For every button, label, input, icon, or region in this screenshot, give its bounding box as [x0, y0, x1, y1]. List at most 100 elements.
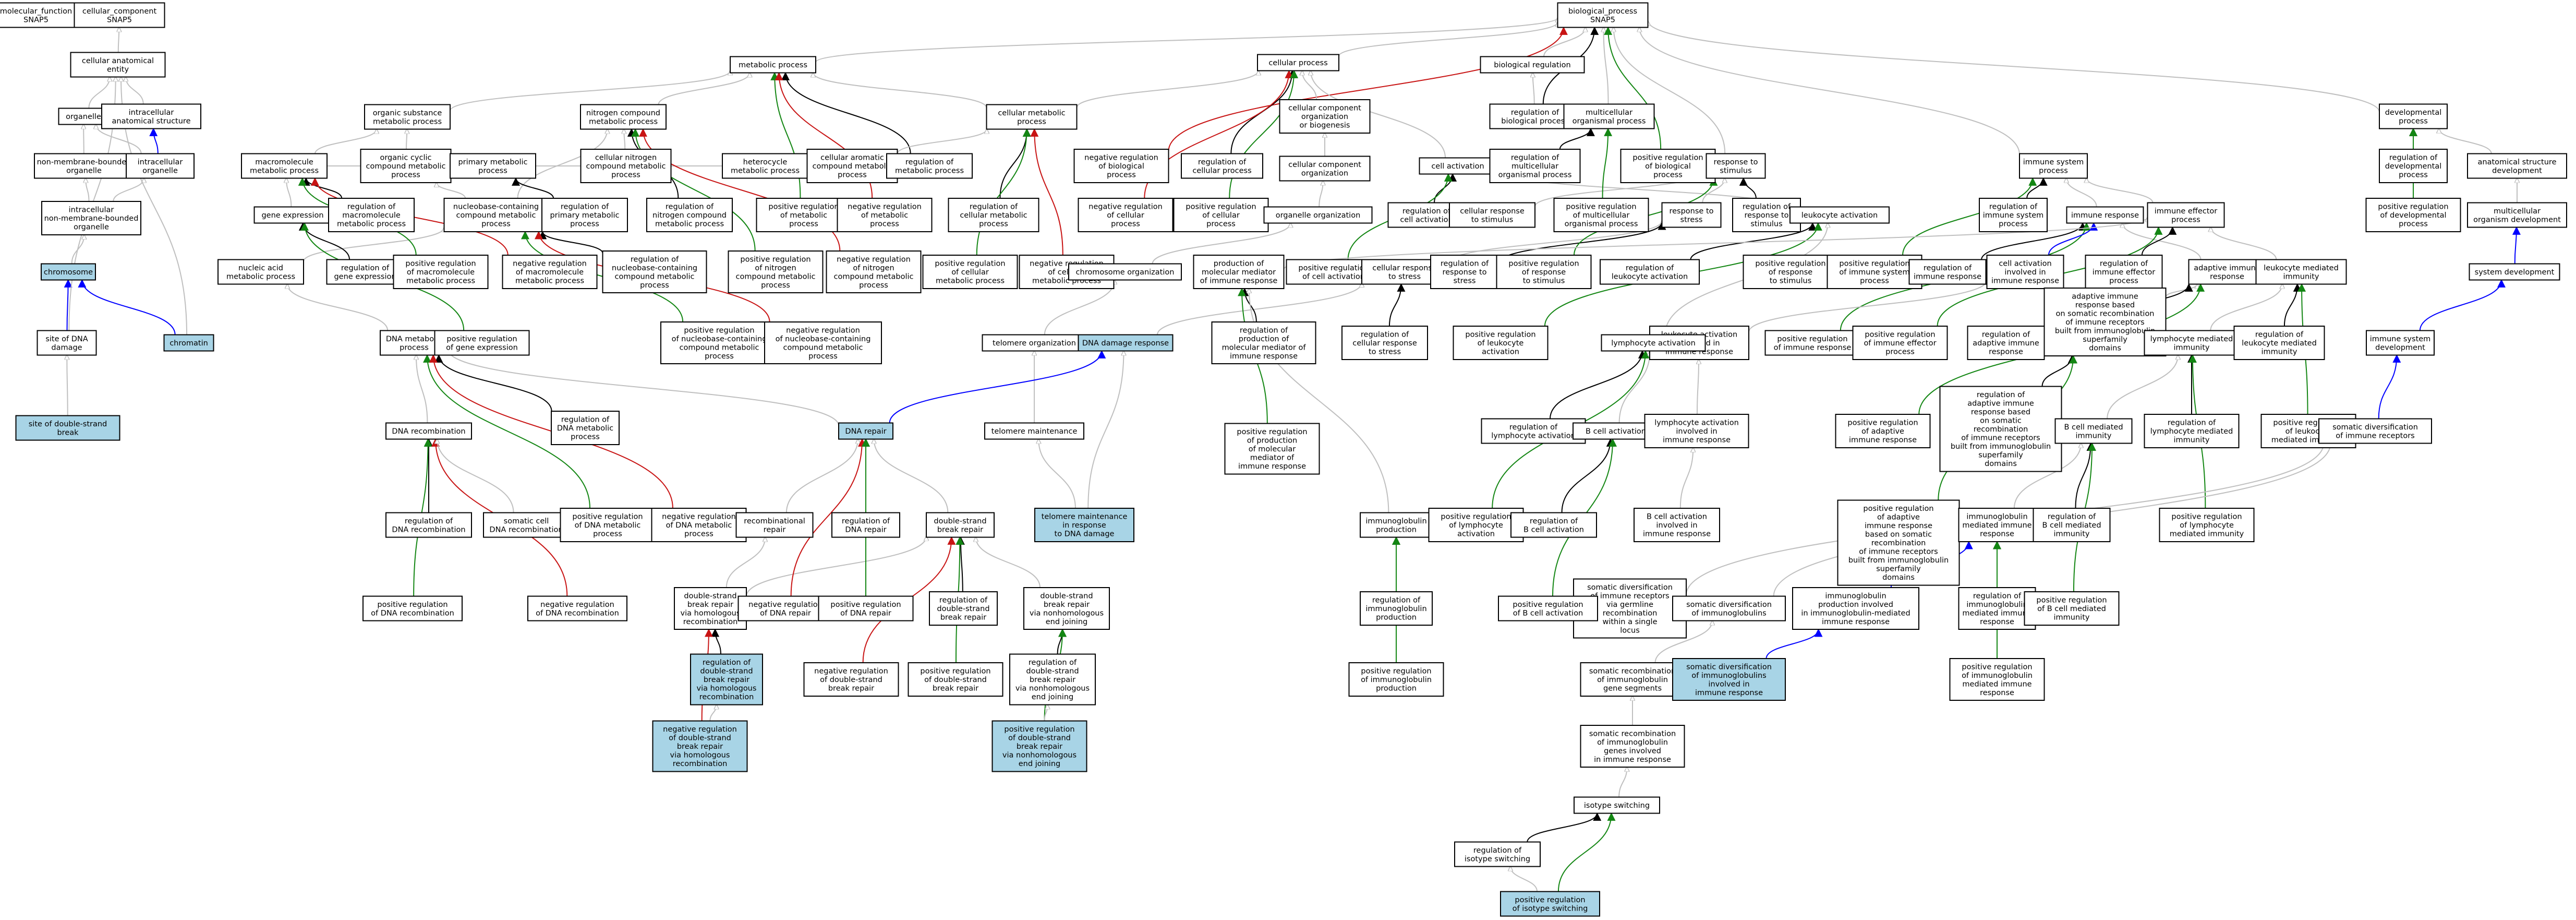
- term-label-line: process: [1999, 220, 2028, 229]
- edge-is-a: [287, 284, 389, 331]
- term-box: [982, 334, 1087, 352]
- term-box: [1706, 153, 1766, 179]
- term-box: [2159, 508, 2255, 542]
- term-label-line: process: [979, 220, 1008, 229]
- go-term-cell-activation: cell activation: [1419, 157, 1497, 175]
- edge-is-a: [725, 537, 765, 588]
- term-label-line: positive regulation: [1962, 663, 2032, 671]
- term-label-line: of immunoglobulin: [1962, 672, 2033, 680]
- term-label-line: negative regulation: [837, 255, 911, 264]
- term-label-line: break repair: [1017, 743, 1062, 751]
- edge-part-of: [149, 127, 159, 154]
- term-label-line: regulation of: [970, 203, 1018, 211]
- term-box: [2467, 202, 2567, 228]
- term-label-line: metabolic process: [406, 277, 475, 285]
- term-label-line: of immune response: [1200, 277, 1278, 285]
- term-label-line: double-strand: [937, 605, 989, 613]
- term-label-line: superfamily: [2083, 336, 2127, 344]
- term-label-line: organismal process: [1498, 171, 1572, 180]
- term-label-line: regulation of: [1924, 264, 1972, 272]
- term-label-line: regulation of: [2168, 419, 2216, 427]
- go-term-isotype-switching: isotype switching: [1574, 796, 1660, 814]
- term-box: [2379, 149, 2448, 183]
- term-label-line: positive regulation: [1566, 203, 1636, 211]
- term-label-line: negative regulation: [540, 601, 614, 609]
- go-term-telomere-maintenance: telomere maintenance: [984, 422, 1084, 440]
- edge-part-of: [2419, 279, 2506, 331]
- term-label-line: genes involved: [1604, 747, 1661, 755]
- term-label: leukocyte activation: [1801, 211, 1878, 220]
- term-label-line: negative regulation: [513, 260, 587, 268]
- edge-is-a: [2066, 178, 2097, 207]
- term-label-line: of cellular: [951, 268, 989, 277]
- edge-is-a: [450, 71, 730, 111]
- term-box: [1430, 255, 1499, 289]
- term-label-line: process: [2399, 117, 2428, 125]
- term-box: [1419, 157, 1497, 175]
- term-label-line: process: [1653, 171, 1683, 180]
- term-label-line: of response: [1522, 268, 1566, 277]
- go-term-leukocyte-activation: leukocyte activation: [1789, 206, 1890, 224]
- term-label-line: process: [761, 281, 790, 290]
- term-label: organelle: [66, 113, 101, 121]
- term-label-line: positive regulation: [684, 326, 754, 334]
- term-label-line: of multicellular: [1573, 211, 1630, 220]
- term-box: [364, 104, 451, 130]
- term-box: [1908, 259, 1987, 285]
- term-label-line: metabolic process: [936, 277, 1005, 285]
- term-label-line: of nitrogen: [853, 264, 894, 272]
- term-box: [15, 415, 120, 441]
- term-box: [1958, 587, 2036, 630]
- term-box: [735, 512, 814, 538]
- term-box: [1173, 198, 1269, 232]
- term-label-line: to stimulus: [1770, 277, 1812, 285]
- term-label-line: macromolecule: [255, 158, 313, 166]
- term-label-line: positive regulation: [2036, 596, 2107, 605]
- term-label-line: immune response: [1849, 436, 1917, 445]
- term-label-line: leukocyte activation: [1801, 211, 1878, 220]
- term-label-line: organism development: [2473, 216, 2561, 224]
- term-label-line: of lymphocyte: [2180, 521, 2234, 530]
- go-term-chromatin: chromatin: [163, 334, 214, 352]
- term-label-line: process: [611, 171, 640, 180]
- go-term-dna-damage-response: DNA damage response: [1078, 334, 1174, 352]
- term-label-line: activation: [1482, 348, 1519, 356]
- term-box: [126, 153, 195, 179]
- term-label-line: of metabolic: [780, 211, 827, 220]
- term-label-line: of adaptive: [1861, 427, 1904, 436]
- term-label-line: break repair: [933, 685, 978, 693]
- term-label-line: locus: [1620, 626, 1640, 635]
- edge-is-a: [83, 125, 84, 154]
- term-label-line: nucleobase-containing: [453, 203, 539, 211]
- term-label-line: positive regulation: [1298, 264, 1369, 272]
- edge-regulates: [781, 71, 911, 154]
- term-box: [1500, 891, 1600, 917]
- term-label-line: regulation of: [1626, 264, 1674, 272]
